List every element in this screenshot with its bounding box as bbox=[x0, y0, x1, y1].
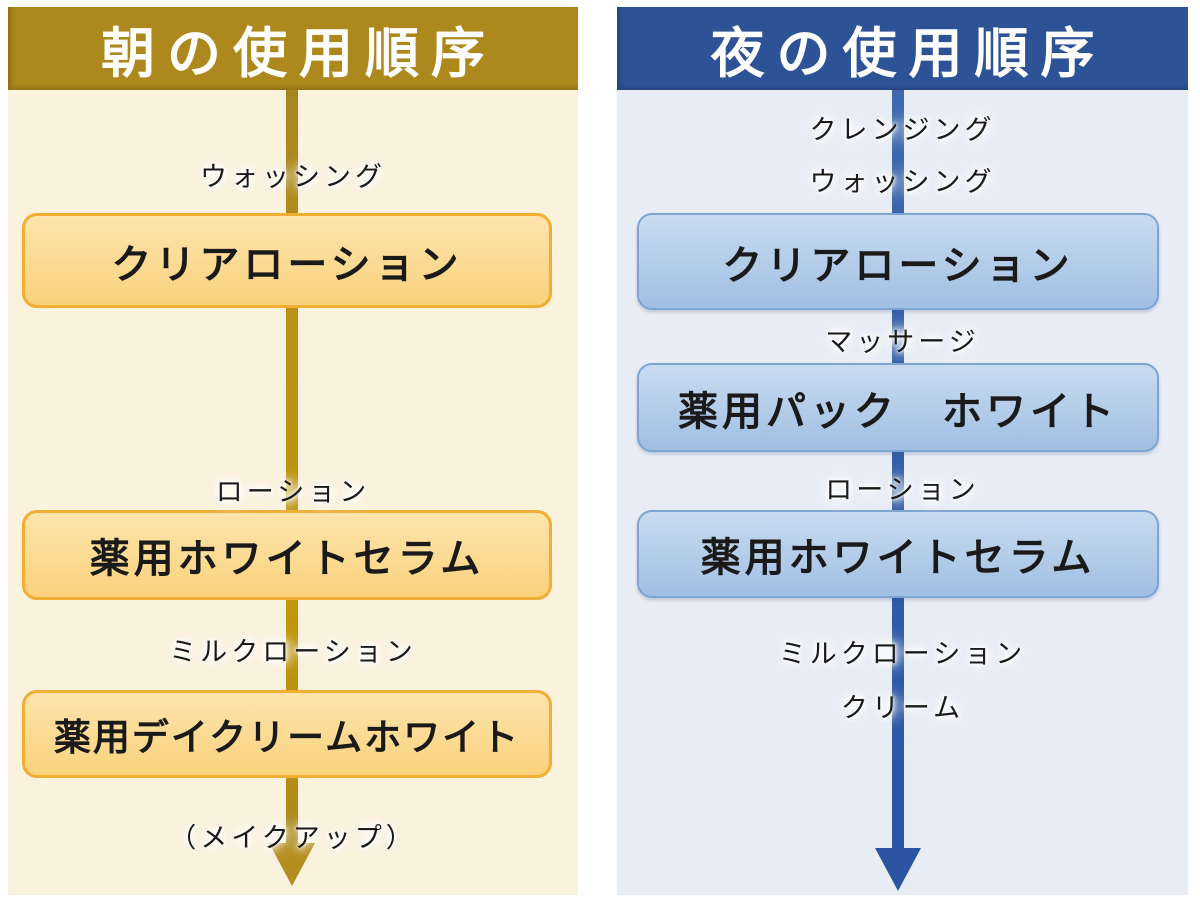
step-label: ミルクローション bbox=[169, 637, 417, 667]
step-label: ローション bbox=[825, 475, 980, 505]
morning-panel-header: 朝の使用順序 bbox=[8, 7, 578, 90]
step-label: マッサージ bbox=[825, 327, 980, 357]
morning-routine-panel: 朝の使用順序 ウォッシング クリアローション ローション 薬用ホワイトセラム ミ… bbox=[8, 7, 578, 895]
step-label: ローション bbox=[215, 477, 371, 507]
step-label: クレンジング bbox=[809, 115, 996, 145]
product-box: 薬用ホワイトセラム bbox=[637, 510, 1159, 598]
night-routine-panel: 夜の使用順序 クレンジング ウォッシング クリアローション マッサージ 薬用パッ… bbox=[617, 7, 1188, 895]
product-box: 薬用デイクリームホワイト bbox=[22, 690, 552, 778]
morning-panel-title: 朝の使用順序 bbox=[101, 24, 497, 84]
night-panel-title: 夜の使用順序 bbox=[710, 24, 1107, 84]
product-box: 薬用ホワイトセラム bbox=[22, 510, 552, 600]
step-label: ウォッシング bbox=[200, 162, 386, 192]
morning-flow: ウォッシング クリアローション ローション 薬用ホワイトセラム ミルクローション… bbox=[8, 90, 578, 895]
night-flow: クレンジング ウォッシング クリアローション マッサージ 薬用パック ホワイト … bbox=[617, 90, 1188, 895]
step-label: （メイクアップ） bbox=[169, 823, 417, 853]
product-box: クリアローション bbox=[637, 213, 1159, 310]
step-label: クリーム bbox=[840, 693, 965, 723]
night-panel-header: 夜の使用順序 bbox=[617, 7, 1188, 90]
step-label: ミルクローション bbox=[778, 639, 1027, 669]
product-box: 薬用パック ホワイト bbox=[637, 363, 1159, 452]
product-box: クリアローション bbox=[22, 213, 552, 308]
night-down-arrow-icon bbox=[875, 848, 921, 891]
step-label: ウォッシング bbox=[809, 167, 996, 197]
